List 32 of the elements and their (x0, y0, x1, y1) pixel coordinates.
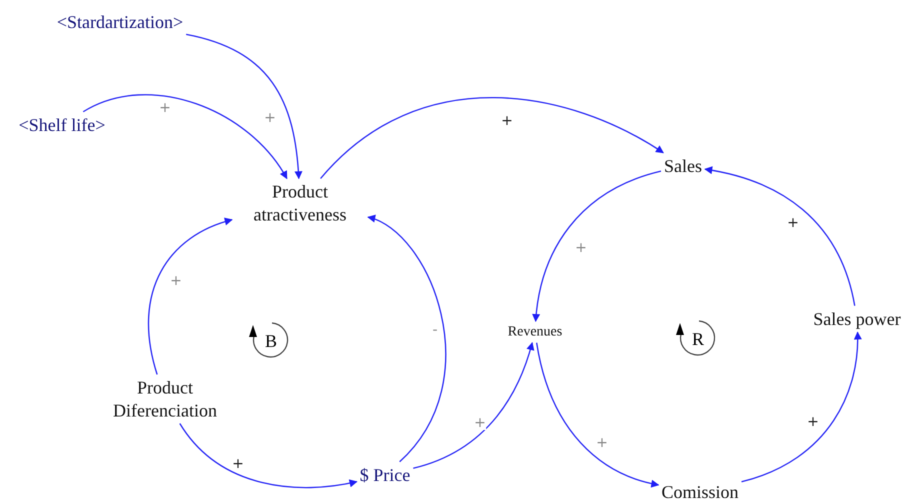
causal-arrow (367, 216, 446, 462)
polarity-sign: + (575, 241, 587, 255)
variable-label: <Stardartization> (56, 10, 184, 34)
polarity-sign: + (159, 101, 171, 115)
causal-arrow (179, 423, 358, 488)
variable-label: Revenues (508, 323, 562, 341)
variable-label: Sales power (813, 308, 901, 330)
causal-arrow (704, 166, 856, 306)
loop-label: R (692, 330, 704, 348)
causal-arrow (413, 342, 534, 469)
causal-arrow (320, 97, 664, 179)
variable-label: Product Diferenciation (112, 376, 218, 422)
polarity-sign: + (232, 457, 244, 471)
causal-arrow (536, 342, 660, 488)
variable-label: $ Price (360, 464, 410, 486)
causal-arrow (82, 94, 288, 180)
variable-label: Sales (664, 154, 702, 178)
polarity-sign: + (264, 111, 276, 125)
polarity-sign: + (501, 114, 513, 128)
polarity-sign: + (596, 436, 608, 450)
variable-label: <Shelf life> (18, 114, 106, 136)
causal-arrow (532, 170, 662, 322)
variable-label: Product atractiveness (252, 180, 348, 226)
causal-arrow (741, 331, 862, 482)
causal-arrow (186, 34, 302, 180)
variable-label: Comission (661, 480, 739, 503)
polarity-sign: + (787, 216, 799, 230)
loop-label: B (265, 332, 277, 350)
polarity-sign: + (807, 415, 819, 429)
polarity-sign: + (474, 416, 486, 430)
polarity-sign: + (170, 274, 182, 288)
causal-arrow (148, 218, 233, 375)
